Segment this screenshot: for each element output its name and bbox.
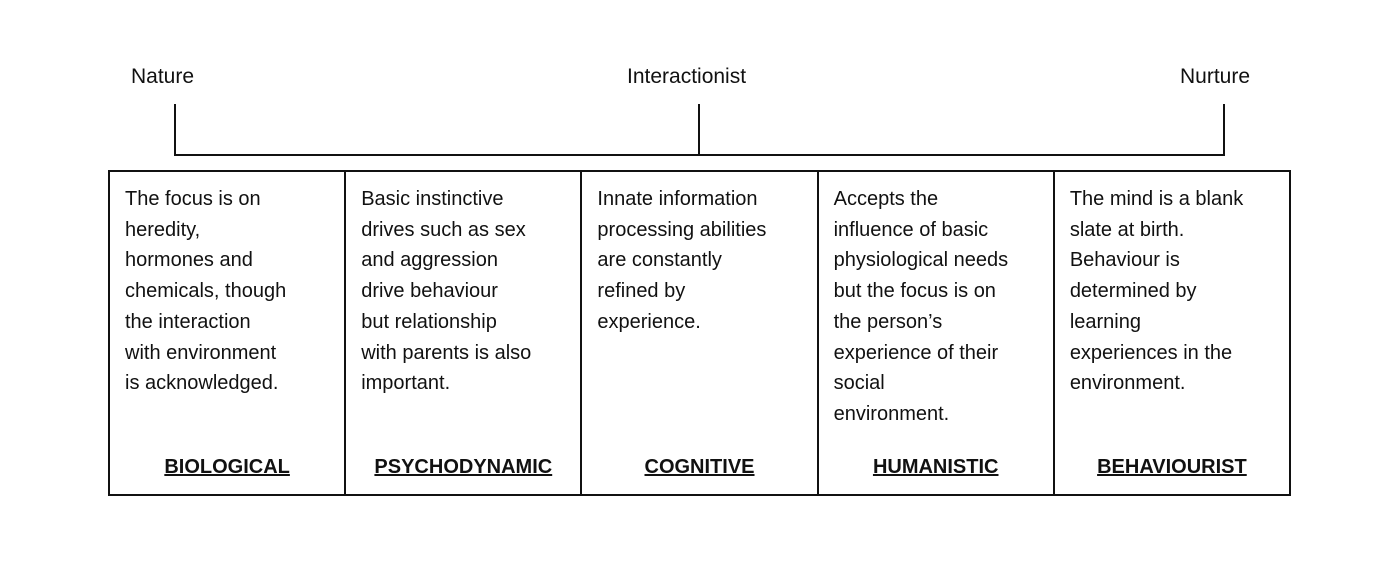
approach-cell-humanistic: Accepts the influence of basic physiolog… xyxy=(819,172,1055,494)
approach-name: BEHAVIOURIST xyxy=(1097,456,1247,478)
approach-cell-cognitive: Innate information processing abilities … xyxy=(582,172,819,494)
nurture-label: Nurture xyxy=(1180,65,1251,88)
interactionist-label: Interactionist xyxy=(627,65,747,88)
approach-name: BIOLOGICAL xyxy=(164,456,290,478)
interactionist-tick-line xyxy=(698,104,700,156)
nature-tick-line xyxy=(174,104,176,156)
approach-description: Basic instinctive drives such as sex and… xyxy=(361,188,532,395)
approach-name: HUMANISTIC xyxy=(872,456,999,478)
approach-cell-psychodynamic: Basic instinctive drives such as sex and… xyxy=(346,172,583,494)
nurture-tick-line xyxy=(1223,104,1225,156)
approach-name: PSYCHODYNAMIC xyxy=(374,456,553,478)
approach-name: COGNITIVE xyxy=(644,456,755,478)
approach-description: Innate information processing abilities … xyxy=(597,188,767,333)
approaches-table: The focus is on heredity, hormones and c… xyxy=(108,170,1291,496)
approach-cell-biological: The focus is on heredity, hormones and c… xyxy=(110,172,347,494)
approach-description: The focus is on heredity, hormones and c… xyxy=(125,188,287,395)
approach-description: Accepts the influence of basic physiolog… xyxy=(833,188,1009,425)
nature-label: Nature xyxy=(131,65,195,88)
approach-cell-behaviourist: The mind is a blank slate at birth. Beha… xyxy=(1055,172,1289,494)
approach-description: The mind is a blank slate at birth. Beha… xyxy=(1069,188,1244,395)
nature-nurture-scale-line xyxy=(174,154,1225,156)
